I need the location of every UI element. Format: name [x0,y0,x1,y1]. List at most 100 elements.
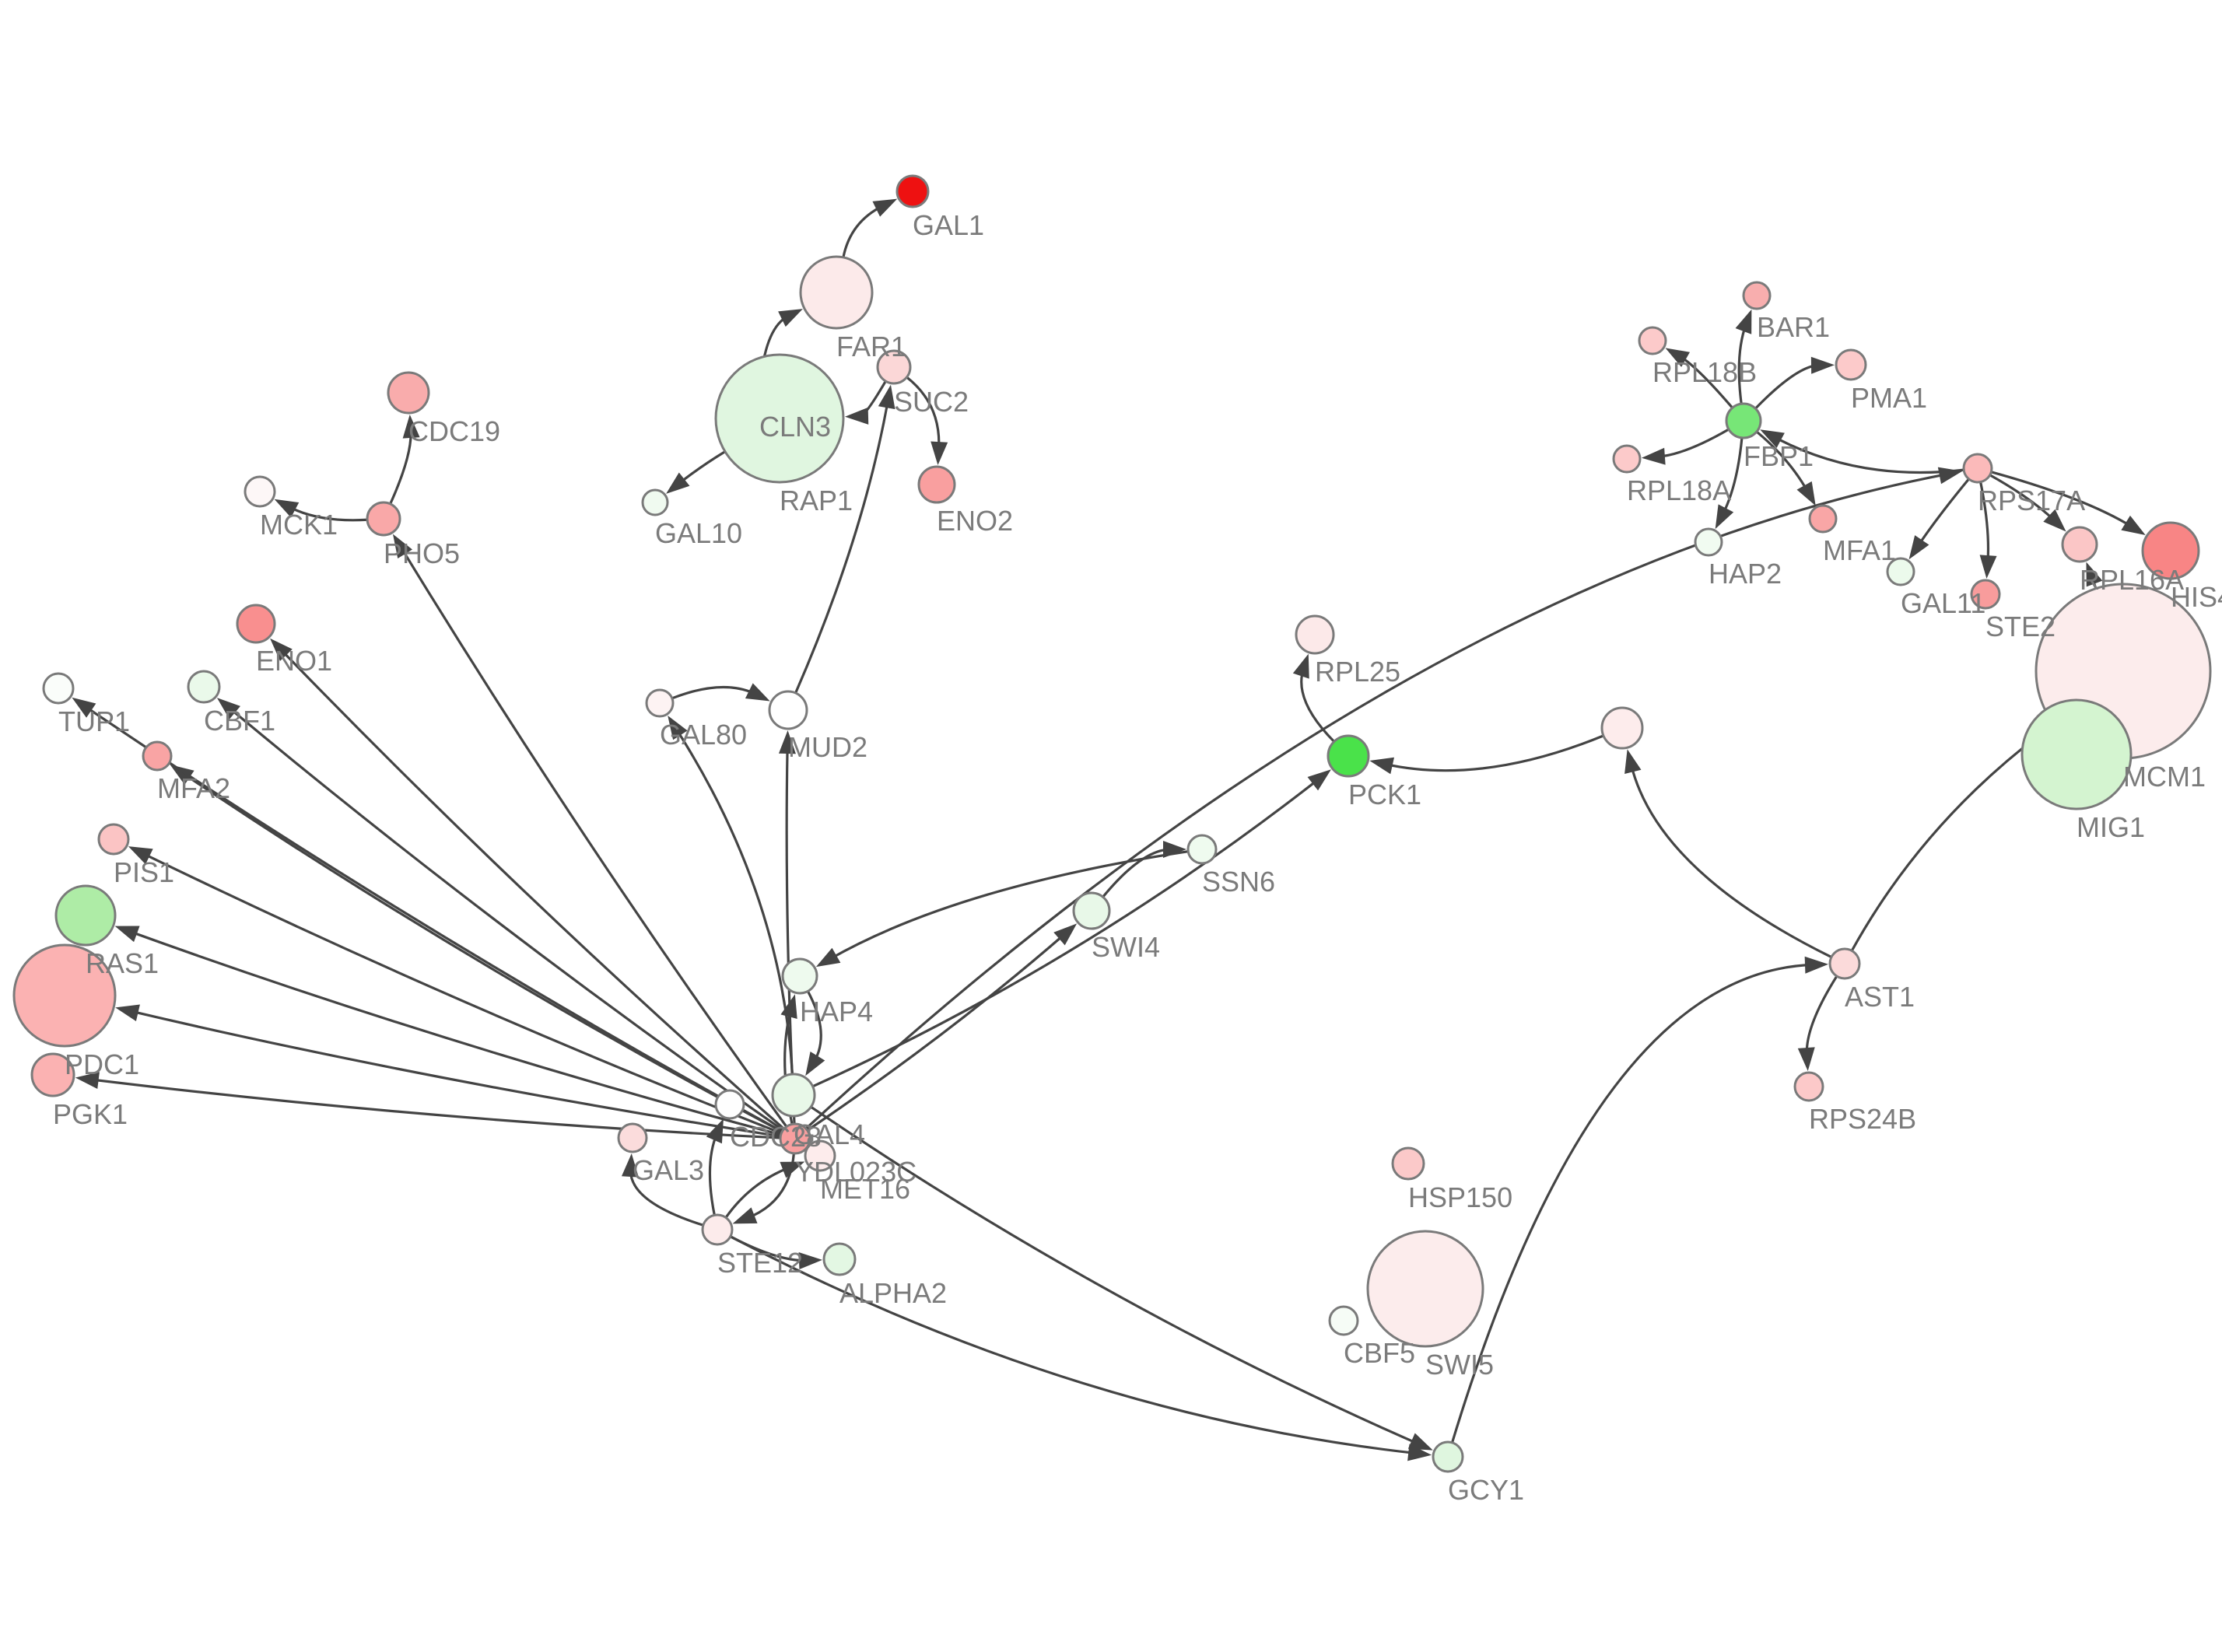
edge-node1-pck1[interactable] [1384,734,1604,772]
edge-ste12-cdc28[interactable] [708,1132,719,1216]
edge-gal4-gcy1[interactable] [810,1105,1420,1446]
edge-ydl023c-cbf1[interactable] [228,706,784,1132]
arrowhead-icon [780,994,797,1020]
node-gal4[interactable] [771,1073,816,1118]
edge-rps17a-gal11[interactable] [1916,478,1970,548]
node-mig1[interactable] [2020,698,2133,810]
edge-layer [72,198,2146,1461]
node-label-gal11: GAL11 [1901,587,1985,619]
node-mud2[interactable] [768,690,808,730]
arrowhead-icon [1715,504,1734,530]
node-cbf5[interactable] [1328,1305,1359,1336]
edge-gal4-pck1[interactable] [811,778,1320,1088]
edge-ydl023c-ste12[interactable] [746,1153,795,1220]
node-gal80[interactable] [645,688,675,718]
edge-ydl023c-rps17a[interactable] [804,472,1948,1130]
node-pdc1[interactable] [12,943,117,1048]
node-hap2[interactable] [1694,527,1723,557]
edge-ydl023c-eno1[interactable] [279,648,785,1130]
edge-ydl023c-pho5[interactable] [400,546,788,1128]
edge-fbp1-mfa1[interactable] [1755,430,1810,493]
edge-gal4-gal80[interactable] [675,728,794,1075]
edge-ste12-gcy1[interactable] [730,1235,1417,1455]
node-label-cdc19: CDC19 [408,415,500,447]
node-bar1[interactable] [1742,281,1772,310]
node-label-gal1: GAL1 [913,209,984,241]
edge-rps17a-his4[interactable] [1990,471,2133,528]
node-cbf1[interactable] [187,670,221,704]
node-cdc19[interactable] [387,371,430,415]
edge-mud2-suc2[interactable] [794,400,890,694]
node-rap1[interactable] [714,353,845,484]
edge-gal80-mud2[interactable] [671,685,757,700]
arrowhead-icon [1307,769,1331,791]
node-ast1[interactable] [1828,947,1861,980]
node-node1[interactable] [1600,706,1644,750]
node-fbp1[interactable] [1725,402,1762,439]
node-gcy1[interactable] [1432,1440,1464,1473]
node-pma1[interactable] [1835,348,1867,381]
edge-fbp1-rpl18a[interactable] [1656,428,1730,458]
node-mfa2[interactable] [142,740,173,772]
node-ste12[interactable] [701,1213,734,1246]
edge-suc2-eno2[interactable] [906,376,941,450]
node-hsp150[interactable] [1391,1146,1425,1181]
node-swi5[interactable] [1366,1230,1484,1348]
arrowhead-icon [216,698,240,719]
edge-ydl023c-mud2[interactable] [785,745,796,1125]
node-ssn6[interactable] [1186,834,1218,865]
node-ydl023c[interactable] [779,1122,811,1155]
node-pck1[interactable] [1327,734,1370,778]
node-alpha2[interactable] [822,1242,857,1276]
edge-ste12-met16[interactable] [724,1166,791,1219]
edge-ast1-node1[interactable] [1629,764,1832,959]
node-label-ast1: AST1 [1845,981,1915,1013]
node-rpl16a[interactable] [2061,526,2098,563]
edge-rap1-gal10[interactable] [677,450,726,485]
node-ras1[interactable] [54,884,117,947]
node-far1[interactable] [799,255,874,330]
node-tup1[interactable] [42,672,75,705]
node-gal1[interactable] [895,174,930,208]
node-rps17a[interactable] [1962,453,1993,484]
node-label-rpl18a: RPL18A [1627,474,1731,506]
node-rps24b[interactable] [1793,1071,1824,1102]
node-rpl18a[interactable] [1612,444,1642,474]
node-ste2[interactable] [1970,579,2001,610]
node-pgk1[interactable] [30,1052,75,1097]
node-eno1[interactable] [236,604,276,644]
node-rpl18b[interactable] [1638,326,1667,355]
edge-ast1-rps24b[interactable] [1805,975,1838,1056]
edge-ydl023c-ras1[interactable] [128,929,782,1136]
node-cdc28[interactable] [714,1089,745,1120]
edge-ydl023c-tup1[interactable] [84,705,783,1133]
node-suc2[interactable] [876,349,912,385]
node-mfa1[interactable] [1808,504,1838,534]
node-label-fbp1: FBP1 [1744,440,1814,472]
node-label-rap1: RAP1 [780,485,853,516]
edge-ydl023c-swi4[interactable] [806,933,1067,1132]
node-eno2[interactable] [917,465,956,504]
node-gal11[interactable] [1886,557,1915,586]
edge-far1-gal1[interactable] [842,204,884,258]
edge-ast1-mcm1[interactable] [1850,733,2042,952]
node-pho5[interactable] [366,501,401,537]
edge-ydl023c-mfa2[interactable] [182,772,783,1133]
node-rpl25[interactable] [1295,614,1335,655]
node-met16[interactable] [804,1139,836,1172]
edge-fbp1-pma1[interactable] [1754,363,1820,410]
node-gal10[interactable] [641,488,669,516]
node-hap4[interactable] [781,957,818,995]
edge-ydl023c-pdc1[interactable] [130,1010,781,1138]
node-mck1[interactable] [244,475,276,508]
node-gal3[interactable] [617,1122,648,1153]
edge-ydl023c-pgk1[interactable] [90,1078,781,1139]
edge-rps17a-fbp1[interactable] [1773,436,1964,474]
node-his4[interactable] [2141,521,2200,580]
node-swi4[interactable] [1072,891,1111,930]
node-label-pdc1: PDC1 [65,1048,139,1080]
edge-ydl023c-pis1[interactable] [142,852,782,1135]
edge-gcy1-ast1[interactable] [1450,963,1814,1444]
node-pis1[interactable] [97,823,130,856]
